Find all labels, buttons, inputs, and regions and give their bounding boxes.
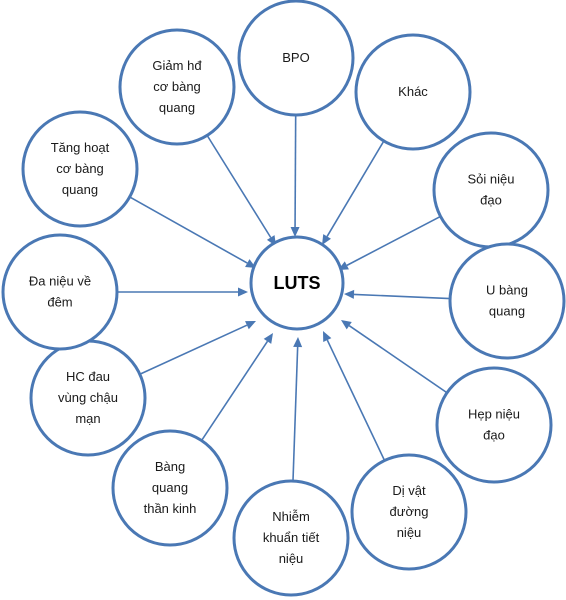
node-label-hep-nieu-dao: đạo xyxy=(483,428,505,443)
arrow-nhiem-khuan-tiet-nieu xyxy=(292,346,299,482)
node-circle-nhiem-khuan-tiet-nieu xyxy=(232,479,350,597)
node-bang-quang-than-kinh: Bàng quang thần kinh xyxy=(111,429,229,547)
node-label-bpo: BPO xyxy=(282,50,309,65)
node-circle-giam-ho-co-bang-quang xyxy=(118,28,236,146)
arrowhead-di-vat-duong-nieu xyxy=(323,331,332,342)
arrowhead-u-bang-quang xyxy=(344,289,355,299)
node-circle-bpo xyxy=(237,0,355,117)
node-label-giam-ho-co-bang-quang: quang xyxy=(159,100,195,115)
node-circle-hep-nieu-dao xyxy=(435,366,553,484)
node-nhiem-khuan-tiet-nieu: Nhiễm khuẩn tiết niệu xyxy=(232,479,350,597)
node-label-bang-quang-than-kinh: Bàng xyxy=(155,459,185,474)
node-label-tang-hoat-co-bang-quang: quang xyxy=(62,182,98,197)
arrow-bpo xyxy=(294,114,297,228)
node-label-giam-ho-co-bang-quang: Giảm hđ xyxy=(152,58,202,73)
node-label-soi-nieu-dao: đạo xyxy=(480,193,502,208)
center-node: LUTS xyxy=(249,235,345,331)
node-hc-dau-vung-chau-man: HC đau vùng chậu mạn xyxy=(29,339,147,457)
node-hep-nieu-dao: Hẹp niệu đạo xyxy=(435,366,553,484)
node-label-nhiem-khuan-tiet-nieu: Nhiễm xyxy=(272,509,310,524)
node-label-bang-quang-than-kinh: thần kinh xyxy=(144,501,197,516)
arrow-khac xyxy=(326,140,385,237)
node-label-da-nieu-ve-dem: đêm xyxy=(47,295,72,310)
node-label-hc-dau-vung-chau-man: HC đau xyxy=(66,369,110,384)
node-circle-da-nieu-ve-dem xyxy=(1,233,119,351)
node-label-nhiem-khuan-tiet-nieu: khuẩn tiết xyxy=(263,530,320,545)
arrowhead-bang-quang-than-kinh xyxy=(263,333,273,344)
arrowhead-bpo xyxy=(290,226,300,237)
node-label-khac: Khác xyxy=(398,84,428,99)
node-label-di-vat-duong-nieu: đường xyxy=(390,504,429,519)
node-soi-nieu-dao: Sỏi niệu đạo xyxy=(432,131,550,249)
node-label-di-vat-duong-nieu: niệu xyxy=(397,525,422,540)
node-label-soi-nieu-dao: Sỏi niệu xyxy=(468,172,515,187)
node-circle-di-vat-duong-nieu xyxy=(350,453,468,571)
node-label-da-nieu-ve-dem: Đa niệu về xyxy=(29,274,91,289)
arrow-u-bang-quang xyxy=(353,293,451,300)
node-label-bang-quang-than-kinh: quang xyxy=(152,480,188,495)
arrow-di-vat-duong-nieu xyxy=(326,339,386,461)
center-circle xyxy=(249,235,345,331)
arrow-hep-nieu-dao xyxy=(348,324,448,394)
node-label-di-vat-duong-nieu: Dị vật xyxy=(392,483,426,498)
node-u-bang-quang: U bàng quang xyxy=(448,242,566,360)
arrow-hc-dau-vung-chau-man xyxy=(139,324,248,375)
node-circle-khac xyxy=(354,33,472,151)
arrow-layer xyxy=(117,114,451,482)
arrow-bang-quang-than-kinh xyxy=(200,340,269,441)
arrowhead-da-nieu-ve-dem xyxy=(238,287,248,297)
node-label-hc-dau-vung-chau-man: mạn xyxy=(75,411,100,426)
center-label: LUTS xyxy=(274,273,321,293)
node-label-tang-hoat-co-bang-quang: Tăng hoạt xyxy=(51,140,110,155)
node-circle-u-bang-quang xyxy=(448,242,566,360)
node-di-vat-duong-nieu: Dị vật đường niệu xyxy=(350,453,468,571)
node-label-hc-dau-vung-chau-man: vùng chậu xyxy=(58,390,118,405)
node-bpo: BPO xyxy=(237,0,355,117)
node-circle-bang-quang-than-kinh xyxy=(111,429,229,547)
node-circle-soi-nieu-dao xyxy=(432,131,550,249)
node-da-nieu-ve-dem: Đa niệu về đêm xyxy=(1,233,119,351)
arrowhead-hep-nieu-dao xyxy=(341,320,352,330)
node-khac: Khác xyxy=(354,33,472,151)
node-label-nhiem-khuan-tiet-nieu: niệu xyxy=(279,551,304,566)
node-label-u-bang-quang: quang xyxy=(489,304,525,319)
arrowhead-khac xyxy=(322,234,331,245)
node-giam-ho-co-bang-quang: Giảm hđ cơ bàng quang xyxy=(118,28,236,146)
node-label-giam-ho-co-bang-quang: cơ bàng xyxy=(153,79,201,94)
node-label-u-bang-quang: U bàng xyxy=(486,283,528,298)
node-tang-hoat-co-bang-quang: Tăng hoạt cơ bàng quang xyxy=(21,110,139,228)
arrow-tang-hoat-co-bang-quang xyxy=(129,196,248,264)
arrow-giam-ho-co-bang-quang xyxy=(206,134,272,238)
arrow-soi-nieu-dao xyxy=(346,215,441,267)
arrowhead-nhiem-khuan-tiet-nieu xyxy=(293,337,303,348)
arrowhead-hc-dau-vung-chau-man xyxy=(245,321,256,330)
node-label-hep-nieu-dao: Hẹp niệu xyxy=(468,407,520,422)
node-circle-tang-hoat-co-bang-quang xyxy=(21,110,139,228)
node-label-tang-hoat-co-bang-quang: cơ bàng xyxy=(56,161,104,176)
